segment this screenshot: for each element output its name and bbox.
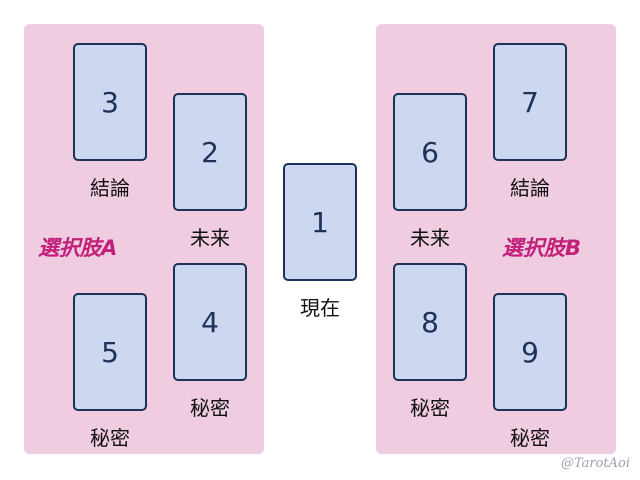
card-8: 8	[393, 263, 467, 381]
card-6-label: 未来	[410, 226, 450, 250]
card-1-label: 現在	[300, 296, 340, 320]
choice-a-label: 選択肢A	[38, 236, 118, 260]
choice-b-label: 選択肢B	[502, 236, 582, 260]
card-9: 9	[493, 293, 567, 411]
card-3: 3	[73, 43, 147, 161]
card-number: 4	[201, 305, 219, 339]
card-8-label: 秘密	[410, 396, 450, 420]
card-number: 3	[101, 85, 119, 119]
card-9-label: 秘密	[510, 426, 550, 450]
card-number: 7	[521, 85, 539, 119]
card-2-label: 未来	[190, 226, 230, 250]
card-2: 2	[173, 93, 247, 211]
card-1: 1	[283, 163, 357, 281]
card-number: 9	[521, 335, 539, 369]
card-number: 8	[421, 305, 439, 339]
watermark: @TarotAoi	[560, 456, 630, 471]
card-number: 2	[201, 135, 219, 169]
card-number: 1	[311, 205, 329, 239]
card-4-label: 秘密	[190, 396, 230, 420]
card-number: 6	[421, 135, 439, 169]
card-4: 4	[173, 263, 247, 381]
card-7: 7	[493, 43, 567, 161]
card-5-label: 秘密	[90, 426, 130, 450]
card-7-label: 結論	[510, 176, 550, 200]
card-3-label: 結論	[90, 176, 130, 200]
card-6: 6	[393, 93, 467, 211]
card-5: 5	[73, 293, 147, 411]
card-number: 5	[101, 335, 119, 369]
